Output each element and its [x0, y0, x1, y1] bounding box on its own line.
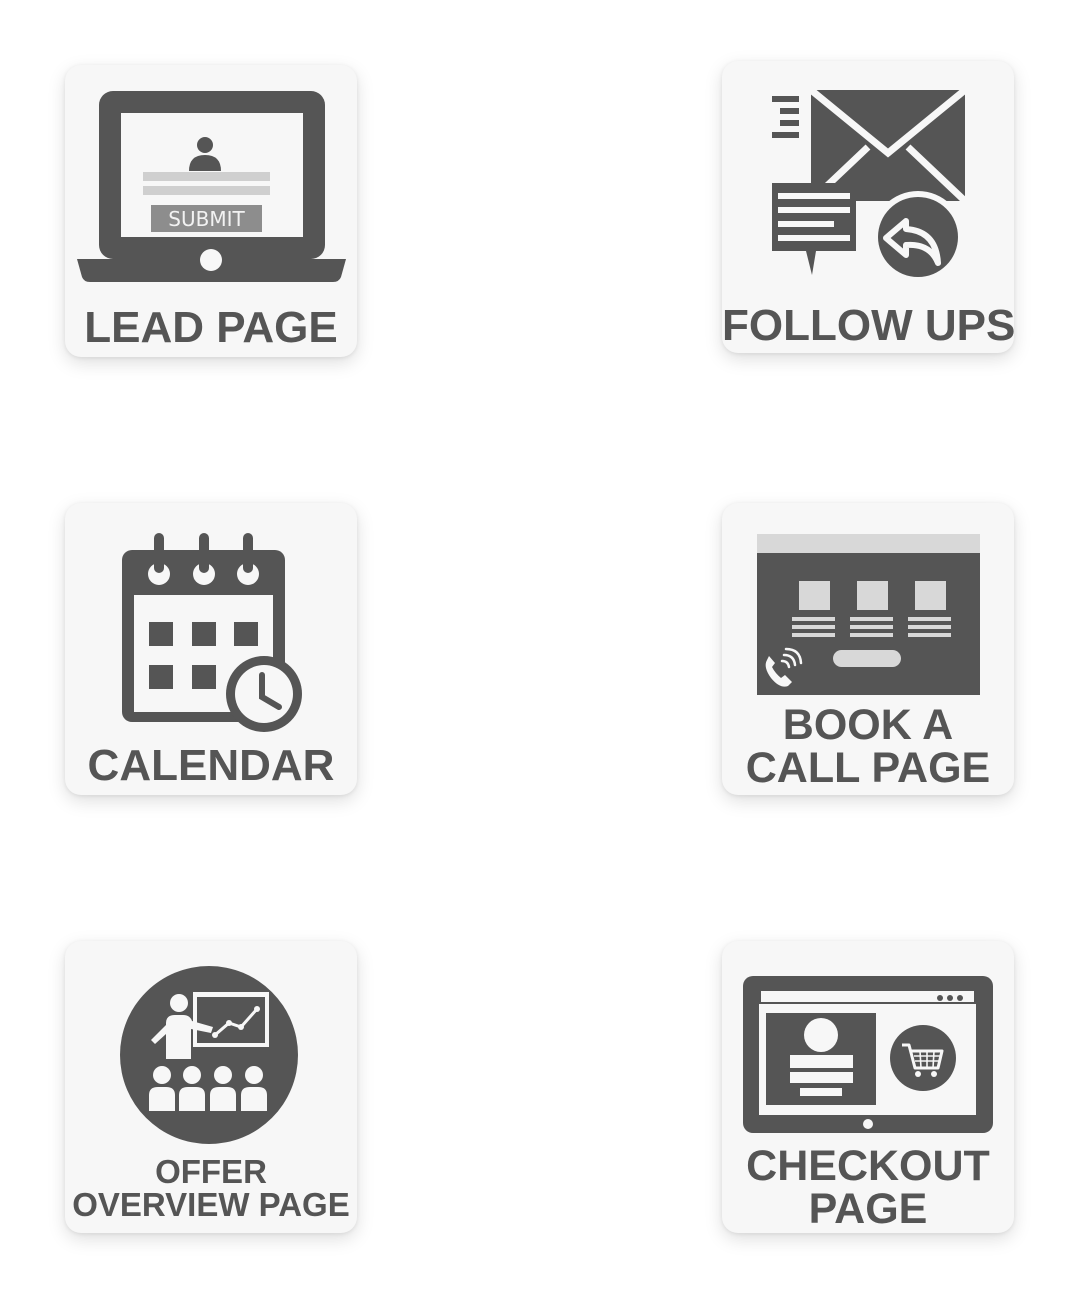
tile-label-line: FOLLOW UPS	[722, 301, 1014, 350]
tile-book-a-call-page[interactable]: BOOK A CALL PAGE	[722, 503, 1014, 795]
tile-label-line: PAGE	[808, 1185, 928, 1233]
booking-page-icon	[757, 534, 980, 695]
tile-label: LEAD PAGE	[65, 306, 357, 350]
tile-lead-page[interactable]: SUBMIT LEAD PAGE	[65, 65, 357, 357]
tile-label-line: LEAD PAGE	[84, 303, 338, 352]
tile-label: OFFER OVERVIEW PAGE	[65, 1155, 357, 1221]
laptop-form-icon: SUBMIT	[77, 91, 346, 282]
tile-label-line: CHECKOUT	[746, 1142, 990, 1190]
submit-button-label: SUBMIT	[168, 207, 245, 231]
tile-calendar[interactable]: CALENDAR	[65, 503, 357, 795]
tile-label: CALENDAR	[65, 744, 357, 788]
tile-label: BOOK A CALL PAGE	[722, 704, 1014, 790]
tile-offer-overview-page[interactable]: OFFER OVERVIEW PAGE	[65, 941, 357, 1233]
tile-label-line: OFFER	[155, 1153, 267, 1190]
tile-label-line: BOOK A	[782, 701, 954, 749]
tile-checkout-page[interactable]: CHECKOUT PAGE	[722, 941, 1014, 1233]
envelope-reply-icon	[772, 87, 968, 283]
presentation-icon	[120, 966, 298, 1144]
tile-label: CHECKOUT PAGE	[722, 1145, 1014, 1231]
tile-follow-ups[interactable]: FOLLOW UPS	[722, 61, 1014, 353]
calendar-clock-icon	[122, 533, 302, 732]
tile-label-line: CALL PAGE	[745, 744, 991, 792]
checkout-tablet-icon	[743, 976, 993, 1133]
tile-label-line: OVERVIEW PAGE	[72, 1186, 350, 1223]
tile-label-line: CALENDAR	[87, 741, 335, 790]
tile-label: FOLLOW UPS	[722, 304, 1014, 348]
